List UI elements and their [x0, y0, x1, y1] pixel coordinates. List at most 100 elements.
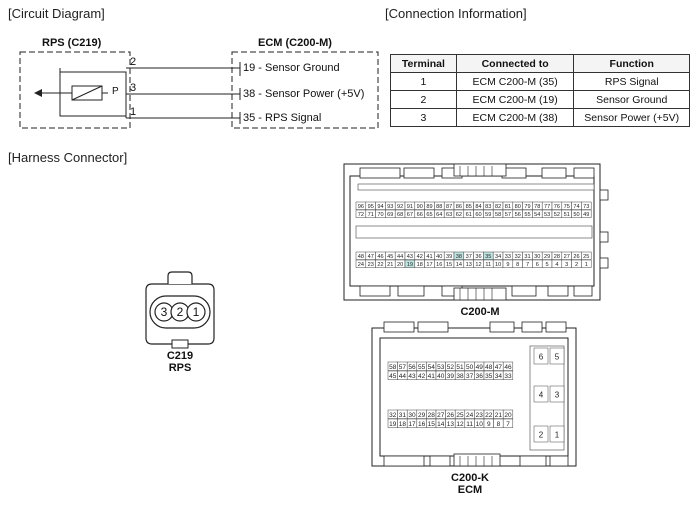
pin-number: 47	[495, 364, 503, 371]
pin-number: 31	[399, 412, 407, 419]
pin-number: 41	[426, 254, 432, 260]
pin-number: 64	[436, 212, 442, 218]
pin-number: 34	[495, 254, 501, 260]
pin-number: 87	[446, 204, 452, 210]
ecm-wire-rps-signal: 35 - RPS Signal	[243, 112, 322, 124]
pin-number: 11	[485, 262, 491, 268]
pin-number: 44	[399, 373, 407, 380]
pin-number: 78	[534, 204, 540, 210]
pin-number: 7	[526, 262, 529, 268]
ecm-wire-sensor-ground: 19 - Sensor Ground	[243, 62, 340, 74]
pin-cell	[549, 425, 565, 443]
pin-number: 2	[539, 431, 544, 440]
table-cell: ECM C200-M (38)	[455, 108, 575, 127]
pin-number: 62	[456, 212, 462, 218]
pin-number: 73	[583, 204, 589, 210]
pin-number: 24	[358, 262, 364, 268]
c219-sub: RPS	[168, 362, 192, 374]
pin-number: 25	[456, 412, 464, 419]
pin-number: 38	[456, 254, 462, 260]
pin-number: 19	[389, 421, 397, 428]
pin-number: 43	[408, 373, 416, 380]
pin-cell	[549, 347, 565, 365]
pin-number: 58	[389, 364, 397, 371]
pin-number: 88	[436, 204, 442, 210]
pin-number: 56	[408, 364, 416, 371]
pin-number: 1	[585, 262, 588, 268]
pin-number: 44	[397, 254, 403, 260]
table-header-row: Terminal Connected to Function	[390, 54, 690, 73]
pin-number: 17	[426, 262, 432, 268]
pin-cell	[502, 361, 514, 371]
pin-number: 22	[485, 412, 493, 419]
pin-number: 92	[397, 204, 403, 210]
pin-number: 20	[397, 262, 403, 268]
pin-number: 36	[475, 254, 481, 260]
pin-number: 35	[485, 373, 493, 380]
pin-number: 66	[417, 212, 423, 218]
pin-number: 70	[377, 212, 383, 218]
rps-connector-label: RPS (C219)	[42, 37, 102, 49]
pin-number: 1	[555, 431, 560, 440]
pin-cell	[533, 385, 549, 403]
pin-number: 45	[387, 254, 393, 260]
pin-number: 82	[495, 204, 501, 210]
c200k-sub: ECM	[457, 484, 483, 496]
pin-cell	[581, 259, 592, 268]
pin-cell	[502, 418, 514, 428]
pin-number: 32	[515, 254, 521, 260]
pin-number: 26	[573, 254, 579, 260]
pin-number: 23	[476, 412, 484, 419]
pin-number: 13	[447, 421, 455, 428]
pin-number: 30	[408, 412, 416, 419]
connection-info-title: [Connection Information]	[385, 6, 527, 21]
pin-number: 76	[554, 204, 560, 210]
pin-number: 7	[506, 421, 510, 428]
pin-number: 86	[456, 204, 462, 210]
pin-number: 27	[437, 412, 445, 419]
pin-number: 54	[428, 364, 436, 371]
pin-number: 22	[377, 262, 383, 268]
pin-number: 72	[358, 212, 364, 218]
pin-number: 37	[466, 254, 472, 260]
pin-number: 36	[476, 373, 484, 380]
table-cell: ECM C200-M (19)	[455, 90, 575, 109]
pin-number: 3	[565, 262, 568, 268]
pin-number: 50	[466, 364, 474, 371]
pin-number: 3	[555, 391, 560, 400]
pin-number: 57	[399, 364, 407, 371]
pin-number: 11	[466, 421, 473, 428]
connection-table: Terminal Connected to Function 1 ECM C20…	[390, 54, 690, 127]
pin-number: 39	[447, 373, 455, 380]
pin-number: 91	[407, 204, 413, 210]
pin-number: 57	[505, 212, 511, 218]
pin-number: 32	[389, 412, 397, 419]
pin-number: 83	[485, 204, 491, 210]
pin-number: 16	[436, 262, 442, 268]
pin-number: 93	[387, 204, 393, 210]
pin-number: 8	[516, 262, 519, 268]
pin-number: 55	[418, 364, 426, 371]
table-cell: Sensor Power (+5V)	[573, 108, 690, 127]
pin-number: 80	[515, 204, 521, 210]
pin-cell	[533, 347, 549, 365]
table-row: 1 ECM C200-M (35) RPS Signal	[390, 72, 690, 91]
pin-number: 39	[446, 254, 452, 260]
pin-number: 28	[554, 254, 560, 260]
pin-number: 50	[573, 212, 579, 218]
pin-number: 46	[504, 364, 512, 371]
col-function: Function	[573, 54, 690, 73]
pin-number: 90	[417, 204, 423, 210]
pin-number: 6	[539, 353, 544, 362]
col-terminal: Terminal	[390, 54, 457, 73]
pin-number: 29	[418, 412, 426, 419]
pin-number: 28	[428, 412, 436, 419]
pin-cell	[581, 201, 592, 210]
c219-name: C219	[166, 350, 194, 362]
pin-number: 29	[544, 254, 550, 260]
pin-number: 79	[524, 204, 530, 210]
pin-number: 84	[475, 204, 481, 210]
pin-number: 18	[399, 421, 407, 428]
pin-cell	[502, 370, 514, 380]
